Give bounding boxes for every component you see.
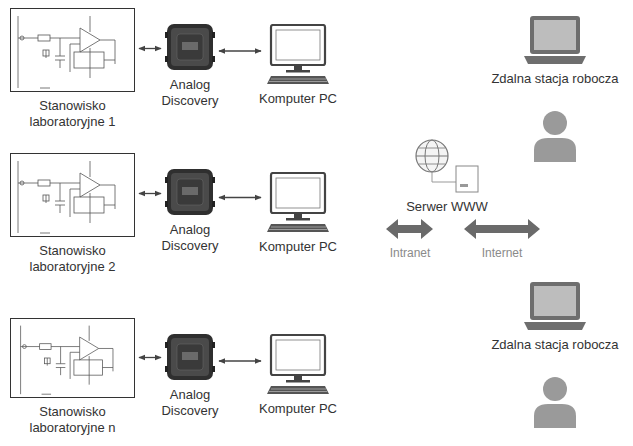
node-caption: Stanowisko laboratoryjne 2: [17, 243, 129, 275]
node-caption: Komputer PC: [233, 91, 363, 107]
node-caption: Analog Discovery: [150, 222, 230, 254]
lab-station-box: Stanowisko laboratoryjne n: [10, 318, 135, 398]
lab-station-box: Stanowisko laboratoryjne 2: [10, 153, 135, 237]
connector-arrow: [219, 197, 261, 198]
connector-arrow: [219, 50, 261, 51]
connector-arrow: [139, 193, 161, 194]
pc-computer: Komputer PC: [265, 172, 331, 234]
pc-computer: Komputer PC: [265, 24, 331, 86]
web-server-icon: [416, 140, 478, 192]
network-arrows: [386, 219, 540, 239]
remote-workstation: Zdalna stacja robocza: [522, 280, 588, 332]
node-caption: Stanowisko laboratoryjne 1: [17, 98, 129, 130]
analog-discovery-device: Analog Discovery: [165, 22, 215, 72]
node-caption: Zdalna stacja robocza: [470, 71, 633, 87]
node-caption: Stanowisko laboratoryjne n: [17, 404, 129, 436]
pc-icons: [267, 25, 329, 394]
node-caption: Analog Discovery: [150, 77, 230, 109]
analog-discovery-device: Analog Discovery: [165, 167, 215, 217]
remote-workstation: Zdalna stacja robocza: [522, 14, 588, 66]
station-schematics: [18, 16, 115, 394]
node-caption: Serwer WWW: [382, 199, 512, 215]
web-server: Serwer WWW: [414, 138, 480, 194]
lab-station-box: Stanowisko laboratoryjne 1: [10, 8, 135, 92]
node-caption: Analog Discovery: [150, 387, 230, 419]
pc-computer: Komputer PC: [265, 334, 331, 396]
network-label: Intranet: [390, 246, 431, 260]
node-caption: Komputer PC: [233, 401, 363, 417]
analog-discovery-device: Analog Discovery: [165, 332, 215, 382]
connector-arrow: [139, 357, 161, 358]
node-caption: Komputer PC: [233, 239, 363, 255]
network-label: Internet: [482, 246, 523, 260]
node-caption: Zdalna stacja robocza: [470, 337, 633, 353]
connector-arrow: [139, 48, 161, 49]
connector-arrow: [219, 360, 261, 361]
